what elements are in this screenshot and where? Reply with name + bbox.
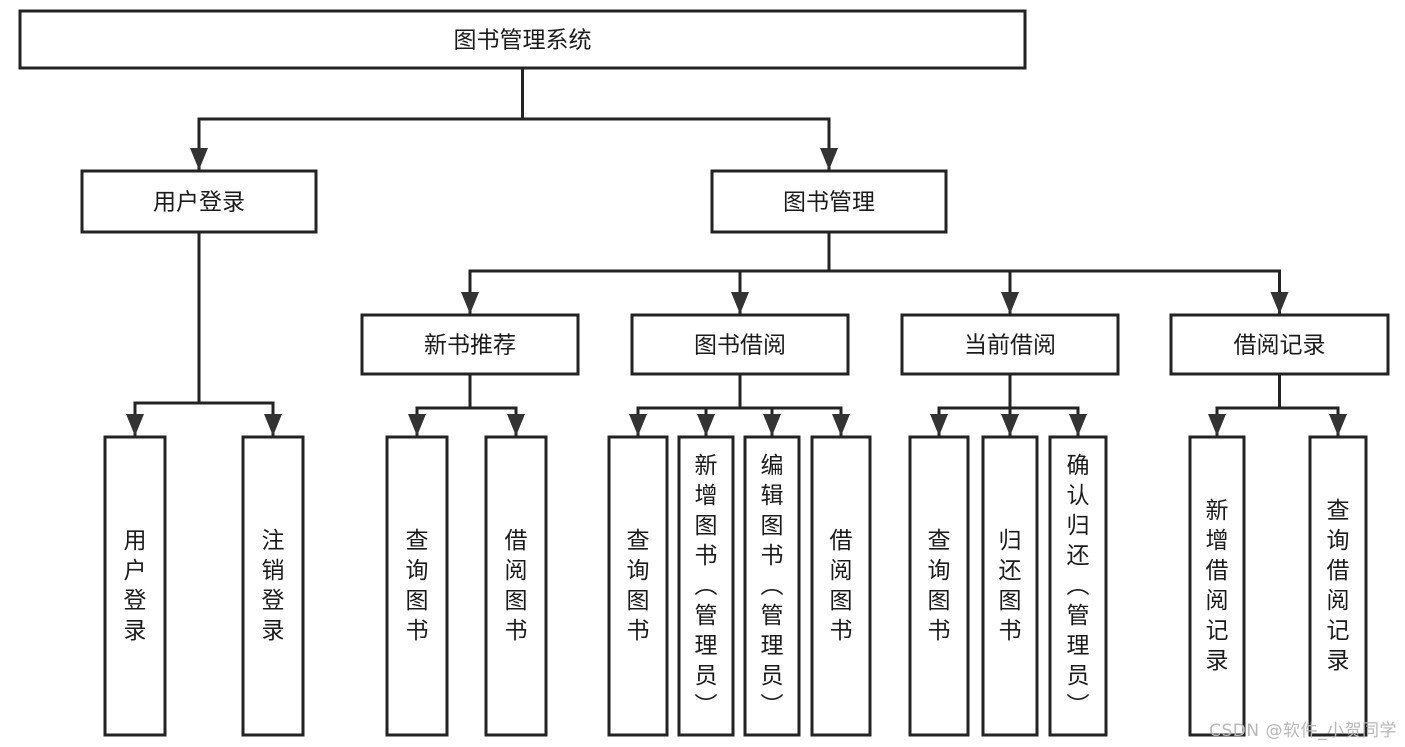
node-label: 编辑图书︵管理员︶ xyxy=(761,453,784,719)
node-label: 图书管理 xyxy=(783,190,875,216)
node-label: 当前借阅 xyxy=(964,333,1056,359)
node-box xyxy=(103,435,167,737)
node-leaf-return-book[interactable]: 归还图书 xyxy=(981,435,1039,737)
node-box xyxy=(18,9,1027,70)
node-label: 借阅记录 xyxy=(1234,333,1326,359)
node-box xyxy=(743,435,801,737)
node-box xyxy=(241,435,305,737)
node-box xyxy=(80,169,318,234)
node-leaf-add-record[interactable]: 新增借阅记录 xyxy=(1188,435,1246,737)
node-leaf-edit-book[interactable]: 编辑图书︵管理员︶ xyxy=(743,435,801,737)
node-label: 归还图书 xyxy=(999,528,1022,644)
arrow-head-icon xyxy=(629,414,647,436)
arrow-head-icon xyxy=(1001,414,1019,436)
node-label: 图书借阅 xyxy=(694,333,786,359)
node-label: 借阅图书 xyxy=(830,528,853,644)
arrow-head-icon xyxy=(461,292,479,314)
node-leaf-confirm-return[interactable]: 确认归还︵管理员︶ xyxy=(1048,435,1108,737)
node-box xyxy=(908,435,970,737)
node-label: 用户登录 xyxy=(124,528,147,644)
arrow-head-icon xyxy=(731,292,749,314)
node-leaf-user-login[interactable]: 用户登录 xyxy=(103,435,167,737)
node-label: 查询借阅记录 xyxy=(1327,498,1350,674)
node-box xyxy=(1048,435,1108,737)
node-leaf-borrow-book-2[interactable]: 借阅图书 xyxy=(810,435,872,737)
node-box xyxy=(981,435,1039,737)
arrow-head-icon xyxy=(1329,414,1347,436)
node-label: 查询图书 xyxy=(928,528,951,644)
node-leaf-logout[interactable]: 注销登录 xyxy=(241,435,305,737)
arrow-head-icon xyxy=(264,414,282,436)
node-label: 注销登录 xyxy=(262,528,285,644)
node-box xyxy=(385,435,449,737)
arrow-head-icon xyxy=(832,414,850,436)
node-leaf-query-record[interactable]: 查询借阅记录 xyxy=(1308,435,1368,737)
node-box xyxy=(630,313,850,376)
node-label: 借阅图书 xyxy=(505,528,528,644)
node-label: 查询图书 xyxy=(406,528,429,644)
node-box xyxy=(810,435,872,737)
arrow-head-icon xyxy=(1001,292,1019,314)
node-leaf-add-book[interactable]: 新增图书︵管理员︶ xyxy=(677,435,735,737)
node-label: 新增借阅记录 xyxy=(1206,498,1229,674)
nodes-layer: 图书管理系统用户登录图书管理新书推荐图书借阅当前借阅借阅记录用户登录注销登录查询… xyxy=(18,9,1390,737)
node-label: 确认归还︵管理员︶ xyxy=(1067,453,1090,719)
node-box xyxy=(484,435,548,737)
arrow-head-icon xyxy=(507,414,525,436)
arrow-head-icon xyxy=(763,414,781,436)
arrow-head-icon xyxy=(697,414,715,436)
node-label: 查询图书 xyxy=(627,528,650,644)
node-box xyxy=(607,435,669,737)
arrow-head-icon xyxy=(190,148,208,170)
node-new-book-rec[interactable]: 新书推荐 xyxy=(360,313,580,376)
node-box xyxy=(677,435,735,737)
node-box xyxy=(360,313,580,376)
node-leaf-query-book-3[interactable]: 查询图书 xyxy=(908,435,970,737)
node-box xyxy=(900,313,1120,376)
node-root[interactable]: 图书管理系统 xyxy=(18,9,1027,70)
node-box xyxy=(1169,313,1390,376)
arrow-head-icon xyxy=(408,414,426,436)
node-leaf-borrow-book-1[interactable]: 借阅图书 xyxy=(484,435,548,737)
arrow-head-icon xyxy=(1069,414,1087,436)
node-borrow-record[interactable]: 借阅记录 xyxy=(1169,313,1390,376)
node-label: 新增图书︵管理员︶ xyxy=(695,453,718,719)
watermark-label: CSDN @软件_小贺同学 xyxy=(1209,721,1397,741)
arrow-head-icon xyxy=(1208,414,1226,436)
node-user-login[interactable]: 用户登录 xyxy=(80,169,318,234)
arrow-head-icon xyxy=(820,148,838,170)
node-book-borrow[interactable]: 图书借阅 xyxy=(630,313,850,376)
node-leaf-query-book-2[interactable]: 查询图书 xyxy=(607,435,669,737)
node-label: 图书管理系统 xyxy=(454,28,592,54)
edges-layer xyxy=(126,66,1347,438)
arrow-head-icon xyxy=(1270,292,1289,314)
node-box xyxy=(710,169,948,234)
node-current-borrow[interactable]: 当前借阅 xyxy=(900,313,1120,376)
node-book-manage[interactable]: 图书管理 xyxy=(710,169,948,234)
arrow-head-icon xyxy=(126,414,144,436)
node-box xyxy=(1188,435,1246,737)
node-label: 新书推荐 xyxy=(424,333,516,359)
node-box xyxy=(1308,435,1368,737)
node-leaf-query-book-1[interactable]: 查询图书 xyxy=(385,435,449,737)
arrow-head-icon xyxy=(930,414,948,436)
node-label: 用户登录 xyxy=(153,190,245,216)
